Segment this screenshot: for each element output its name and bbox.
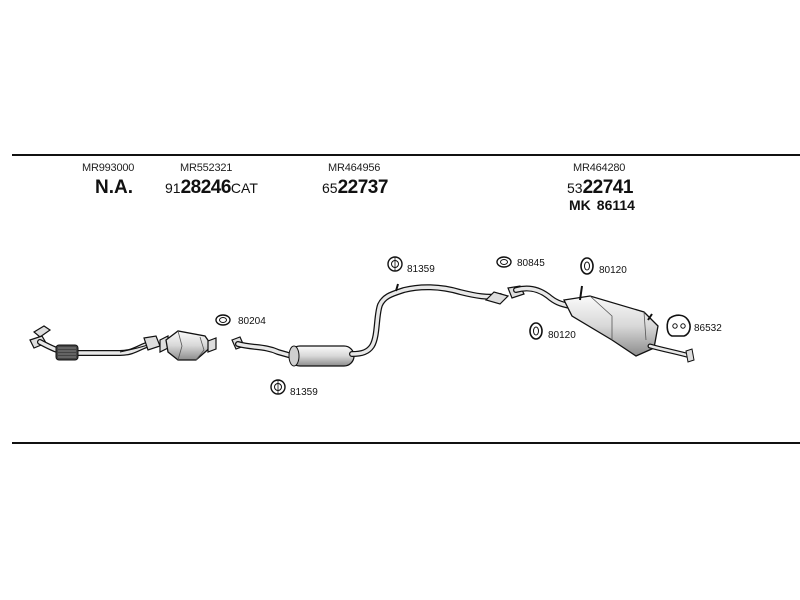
oe-number-catalyst: MR552321	[180, 162, 233, 174]
callout-81359-upper: 81359	[387, 256, 435, 275]
part-prefix: 65	[322, 180, 338, 196]
callout-label: 86532	[694, 323, 722, 334]
rubber-hanger-icon	[666, 314, 691, 337]
top-divider	[12, 154, 800, 156]
part-number-middle-silencer: 6522737	[322, 177, 388, 199]
callout-80845: 80845	[496, 256, 545, 269]
rubber-ring-icon	[529, 322, 543, 340]
part-number-catalyst: 9128246CAT	[165, 177, 258, 199]
callout-86532: 86532	[666, 314, 722, 337]
callout-80204: 80204	[215, 314, 266, 327]
middle-pipe-silencer	[231, 283, 510, 367]
mounting-kit-value: 86114	[596, 197, 635, 213]
callout-label: 80120	[548, 330, 576, 341]
rubber-ring-icon	[580, 257, 594, 275]
oe-number-front-pipe: MR993000	[82, 162, 135, 174]
front-pipe	[29, 325, 161, 361]
part-main-number: 22737	[337, 177, 389, 198]
ring-clamp-icon	[215, 314, 231, 326]
part-number-rear-silencer: 5322741	[567, 177, 633, 199]
callout-80120-upper: 80120	[580, 257, 627, 276]
catalytic-converter	[159, 330, 217, 361]
mounting-kit-number: MK 86114	[569, 197, 635, 213]
part-main-number: 28246	[180, 177, 232, 198]
callout-80120-lower: 80120	[529, 322, 576, 341]
oe-number-middle-silencer: MR464956	[328, 162, 381, 174]
part-suffix: CAT	[230, 180, 258, 196]
callout-label: 80845	[517, 258, 545, 269]
part-main-number: 22741	[582, 177, 634, 198]
na-label: N.A.	[95, 177, 133, 198]
mounting-kit-prefix: MK	[569, 197, 591, 213]
part-prefix: 53	[567, 180, 583, 196]
rear-pipe-silencer	[507, 285, 695, 363]
bottom-divider	[12, 442, 800, 444]
part-prefix: 91	[165, 180, 181, 196]
part-number-front-pipe: N.A.	[95, 177, 133, 199]
callout-label: 81359	[290, 387, 318, 398]
callout-label: 81359	[407, 264, 435, 275]
bolt-nut-icon	[387, 256, 403, 272]
oe-number-rear-silencer: MR464280	[573, 162, 626, 174]
bolt-nut-icon	[270, 379, 286, 395]
ring-clamp-icon	[496, 256, 512, 268]
callout-81359-lower: 81359	[270, 379, 318, 398]
callout-label: 80204	[238, 316, 266, 327]
callout-label: 80120	[599, 265, 627, 276]
